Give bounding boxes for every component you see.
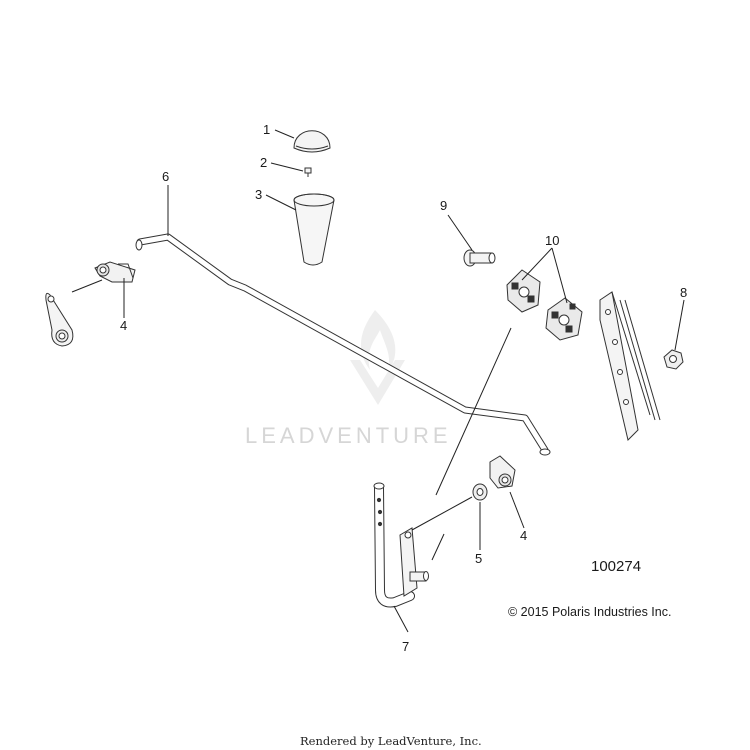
callouts: 1 2 3 6 4 9 10 8 4 5 7 — [120, 122, 687, 654]
callout-7: 7 — [402, 639, 409, 654]
callout-5: 5 — [475, 551, 482, 566]
knob-cap-part[interactable] — [293, 130, 331, 153]
callout-4-left: 4 — [120, 318, 127, 333]
callout-3: 3 — [255, 187, 262, 202]
watermark: LEADVENTURE — [245, 310, 452, 448]
mounting-bracket-part[interactable] — [599, 291, 661, 441]
callout-2: 2 — [260, 155, 267, 170]
screw-part[interactable] — [304, 167, 312, 177]
callout-1: 1 — [263, 122, 270, 137]
callout-10: 10 — [545, 233, 559, 248]
left-link-arm-part[interactable] — [45, 292, 74, 347]
footer-text: Rendered by LeadVenture, Inc. — [300, 734, 482, 748]
right-clip-part[interactable] — [489, 455, 516, 489]
bolt-part[interactable] — [463, 249, 496, 267]
shifter-lever-part[interactable] — [373, 482, 429, 608]
left-clip-part[interactable] — [94, 261, 136, 283]
callout-6: 6 — [162, 169, 169, 184]
bushing-upper-part[interactable] — [506, 269, 541, 313]
washer-part[interactable] — [472, 483, 488, 501]
shift-knob-part[interactable] — [293, 193, 335, 266]
copyright-text: © 2015 Polaris Industries Inc. — [508, 605, 671, 619]
watermark-text: LEADVENTURE — [245, 423, 452, 448]
shift-rod-part[interactable] — [135, 233, 551, 456]
callout-9: 9 — [440, 198, 447, 213]
leader-lines — [71, 129, 685, 633]
nut-part[interactable] — [663, 349, 684, 370]
callout-4-right: 4 — [520, 528, 527, 543]
bushing-lower-part[interactable] — [545, 297, 583, 341]
diagram-number: 100274 — [591, 558, 641, 575]
callout-8: 8 — [680, 285, 687, 300]
